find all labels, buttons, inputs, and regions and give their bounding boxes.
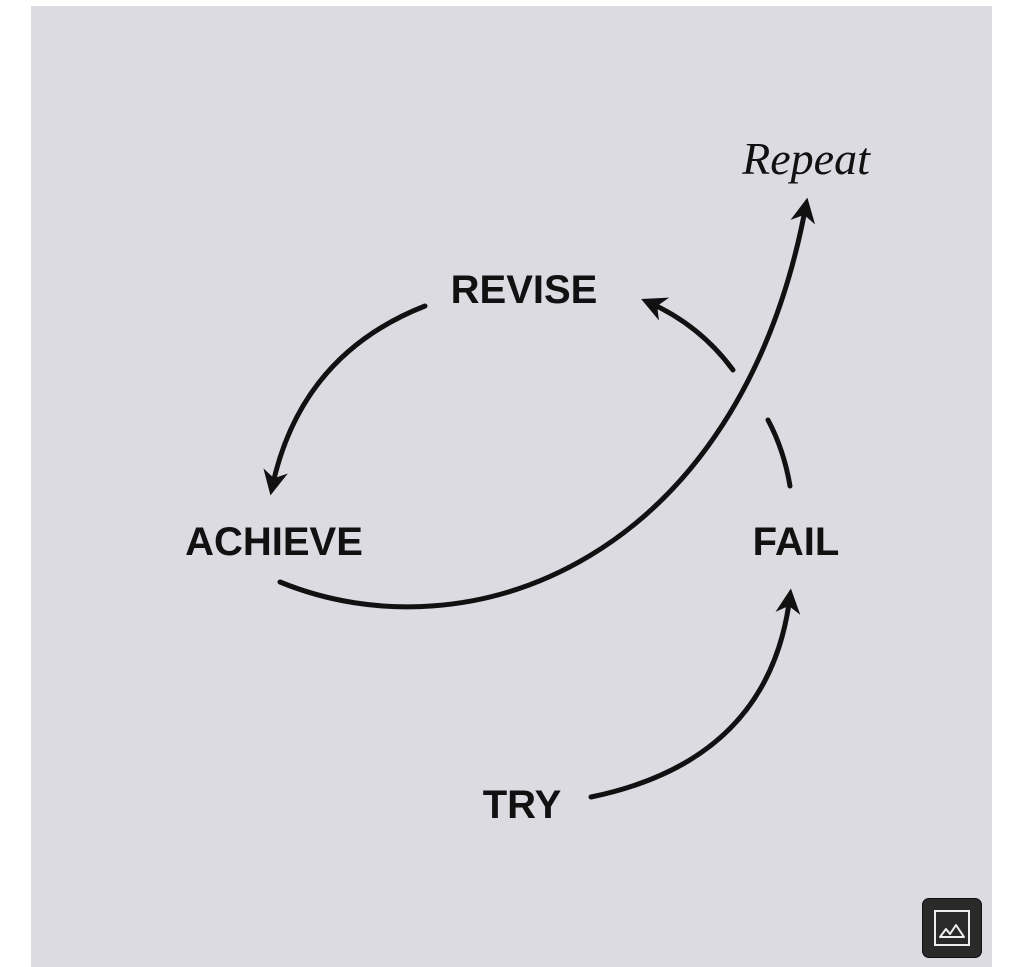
diagram-panel [31,6,992,967]
node-revise: REVISE [451,268,598,312]
node-achieve: ACHIEVE [185,520,363,564]
node-try: TRY [483,783,562,827]
node-fail: FAIL [753,520,840,564]
arrow-fail-to-revise-lower [765,417,793,489]
image-view-button[interactable] [922,898,982,958]
image-icon [934,910,970,946]
arrow-revise-to-achieve [263,303,428,496]
arrow-achieve-to-repeat [277,197,816,610]
arrow-fail-to-revise-upper [641,297,736,373]
arrow-try-to-fail [588,588,801,800]
node-repeat: Repeat [741,133,871,184]
